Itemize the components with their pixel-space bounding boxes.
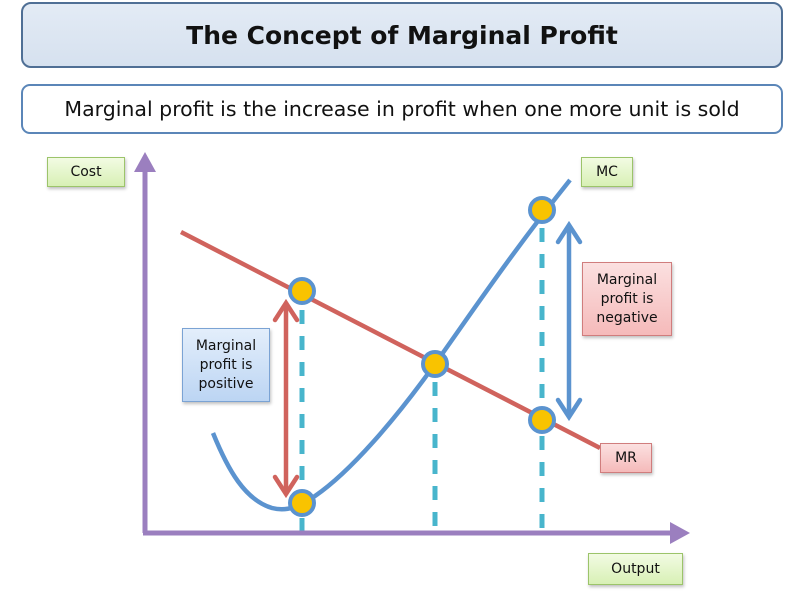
positive-line-2: profit is [199,356,253,373]
mc-label-text: MC [596,163,618,180]
point-high-mc [528,196,556,224]
y-axis-label-text: Cost [70,163,102,180]
mr-label-text: MR [615,449,637,466]
page-title: The Concept of Marginal Profit [186,20,618,50]
point-high-mr [528,406,556,434]
intersection-points [288,196,556,517]
y-axis-arrow-icon [134,152,156,172]
x-axis-label: Output [588,553,683,585]
axes [134,152,690,544]
title-box: The Concept of Marginal Profit [21,2,783,68]
mc-curve [210,178,572,512]
positive-line-3: positive [198,375,254,392]
mr-curve [179,230,602,450]
subtitle-box: Marginal profit is the increase in profi… [21,84,783,134]
point-low-mr [288,277,316,305]
negative-annotation: Marginal profit is negative [582,262,672,336]
negative-line-3: negative [596,309,658,326]
point-low-mc [288,489,316,517]
point-intersection [421,350,449,378]
x-axis-label-text: Output [611,560,660,577]
positive-annotation: Marginal profit is positive [182,328,270,402]
page-subtitle: Marginal profit is the increase in profi… [64,97,740,121]
positive-line-1: Marginal [195,337,257,354]
negative-gap-arrow [555,220,583,422]
mc-label: MC [581,157,633,187]
negative-line-1: Marginal [596,271,658,288]
y-axis-label: Cost [47,157,125,187]
x-axis-arrow-icon [670,522,690,544]
negative-line-2: profit is [600,290,654,307]
positive-gap-arrow [272,298,300,499]
mr-label: MR [600,443,652,473]
